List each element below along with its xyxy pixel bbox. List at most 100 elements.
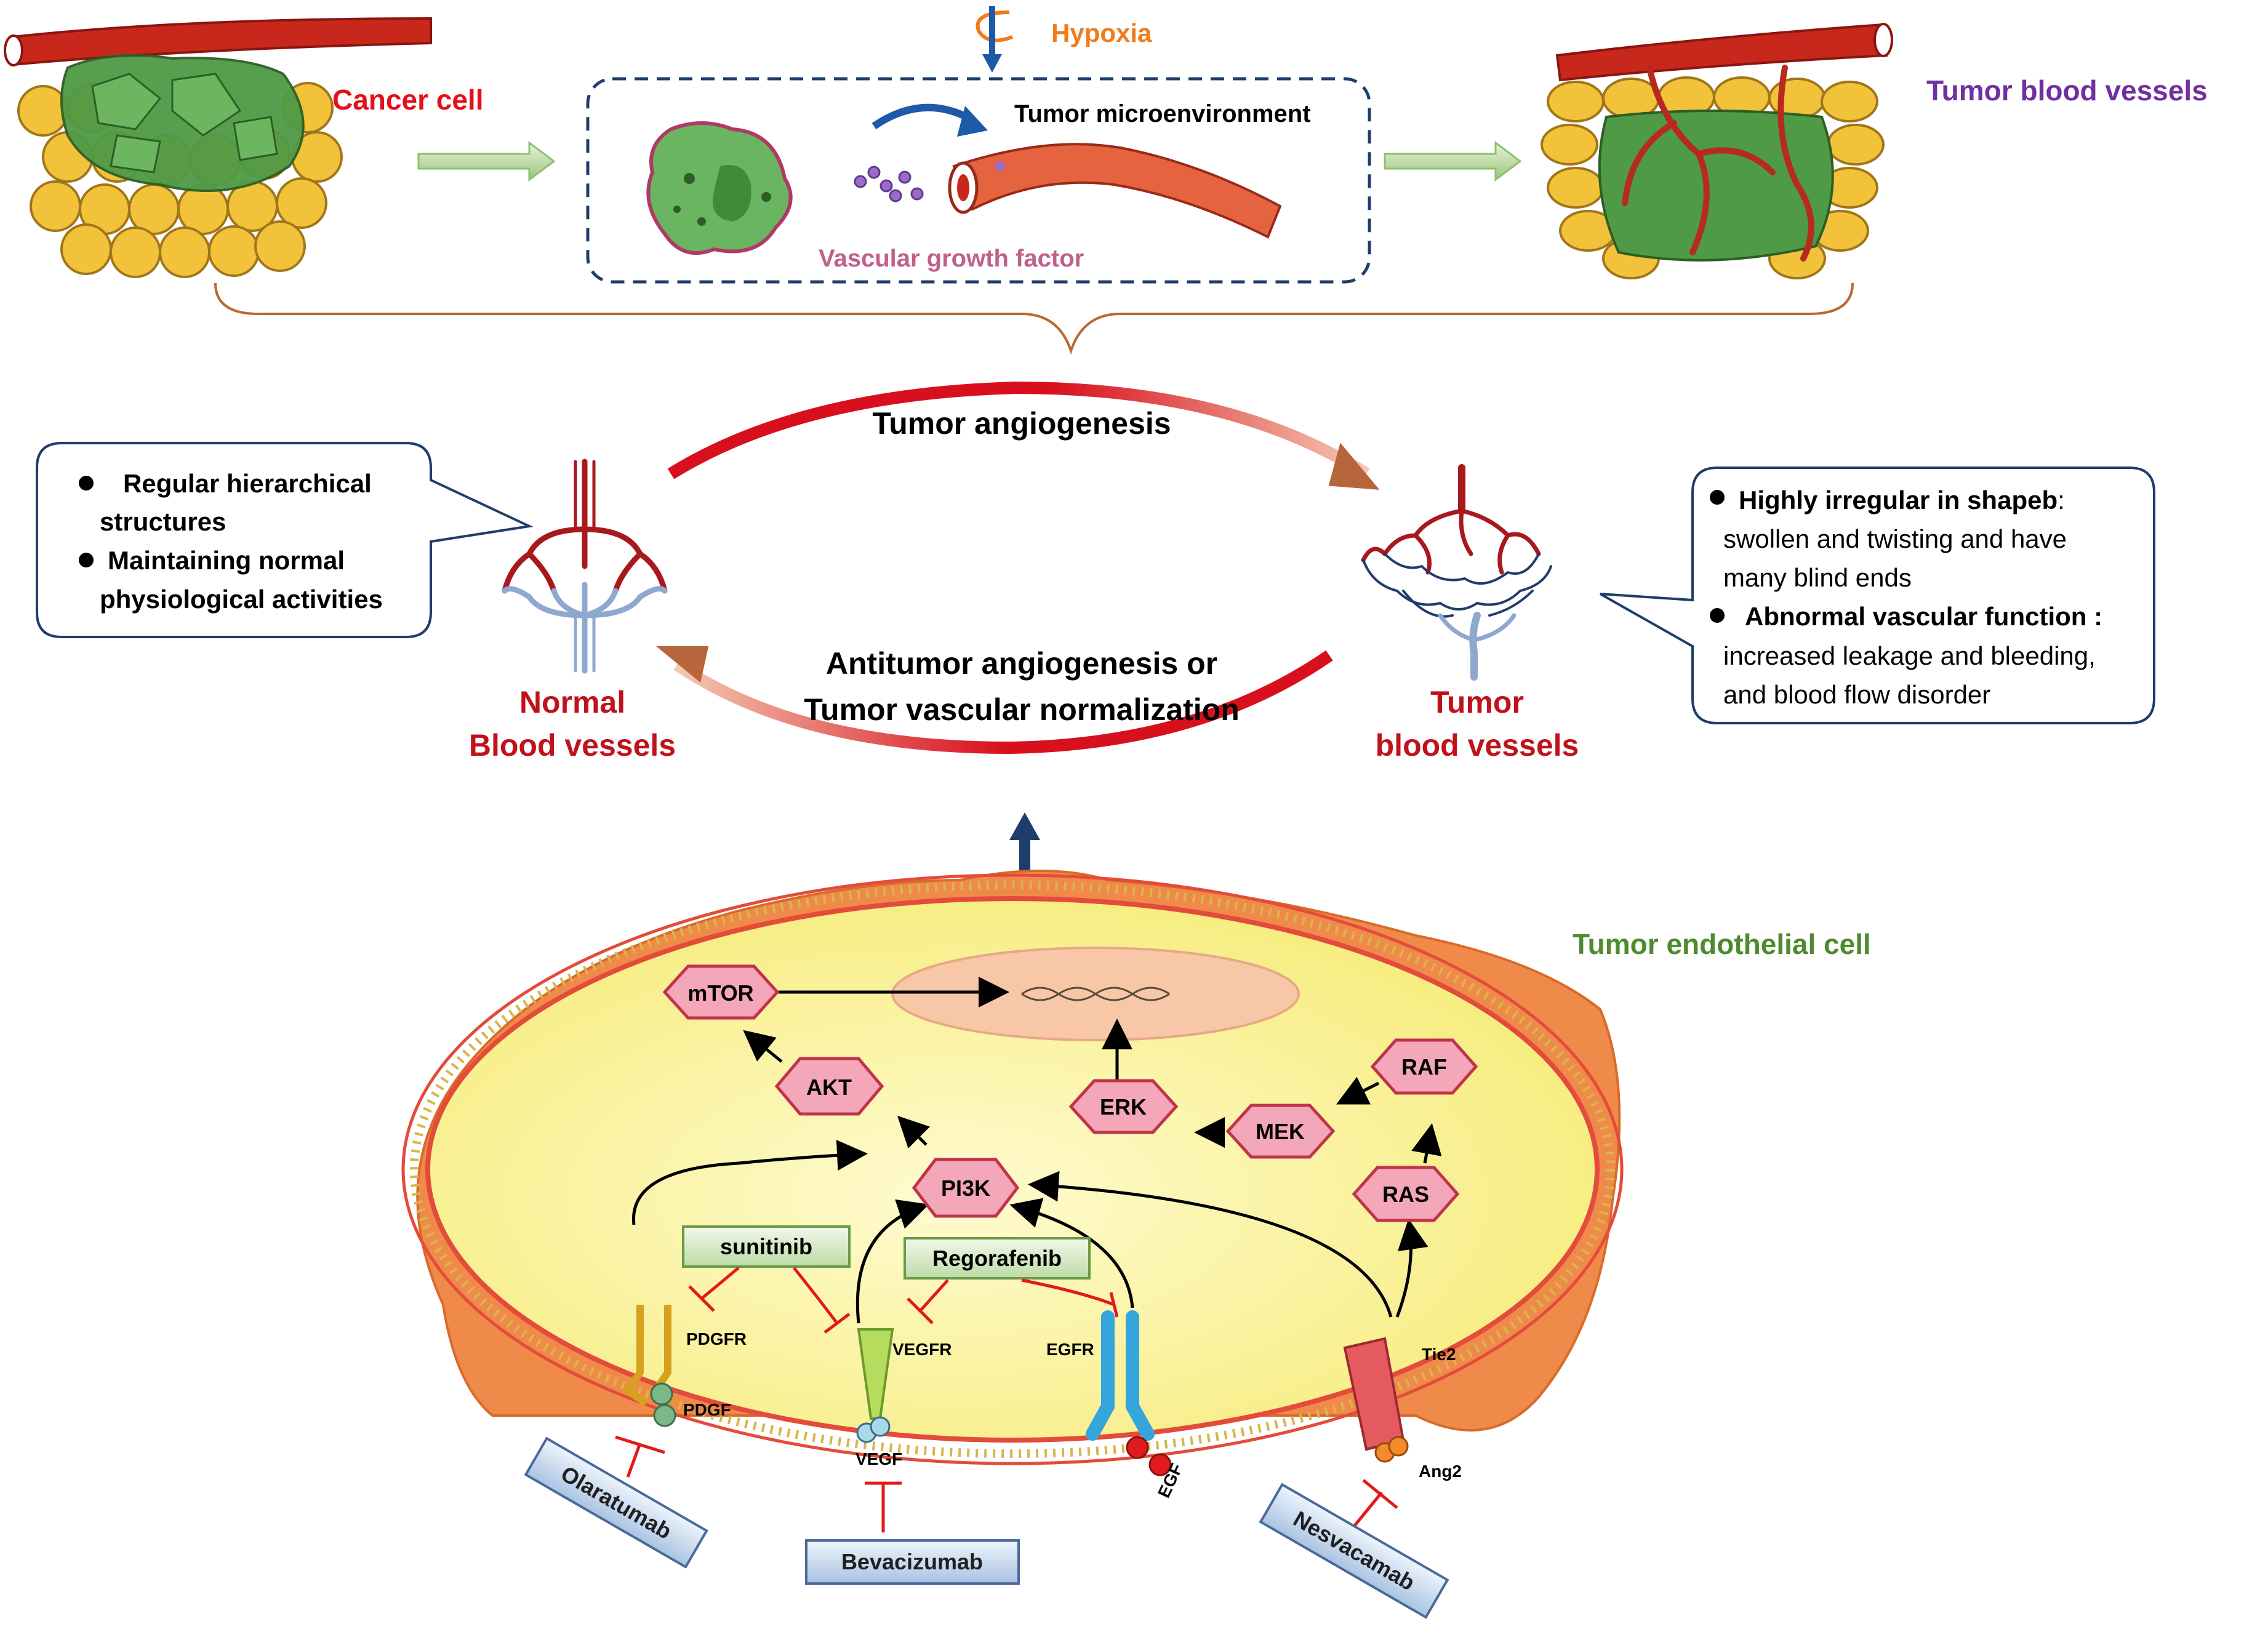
node-ras: RAS [1352, 1166, 1460, 1222]
normal-item2-line1: Maintaining normal [108, 546, 345, 575]
reverse-label-line2: Tumor vascular normalization [804, 692, 1240, 727]
cancer-cell-icon [646, 121, 793, 255]
node-akt: AKT [774, 1057, 884, 1116]
bullet-dot [79, 553, 94, 567]
nesvacamab-box: Nesvacamab [1259, 1483, 1449, 1619]
node-mek: MEK [1225, 1103, 1336, 1159]
tumor-endothelial-cell: Tumor endothelial cell mTOR [401, 812, 1871, 1619]
egfr-receptor-icon [1086, 1310, 1172, 1476]
pdgfr-label: PDGFR [686, 1329, 747, 1348]
vegfr-receptor-icon [856, 1328, 894, 1443]
node-akt-label: AKT [806, 1075, 852, 1100]
tumor-item1-title: Highly irregular in shapeb [1739, 486, 2058, 515]
angiogenesis-cycle: Tumor angiogenesis Antitumor angiogenesi… [36, 381, 2155, 763]
bevacizumab-box: Bevacizumab [805, 1539, 1020, 1585]
arrow-ras-to-raf [1411, 1123, 1442, 1164]
normal-callout [36, 442, 534, 638]
node-pi3k-label: PI3K [941, 1175, 990, 1201]
arrow-raf-to-mek [1336, 1076, 1380, 1105]
green-arrow-right-2 [1384, 141, 1522, 182]
growth-factor-label: Vascular growth factor [819, 245, 1084, 272]
cancer-cell-label: Cancer cell [332, 84, 483, 116]
node-mtor: mTOR [662, 964, 780, 1020]
forward-label: Tumor angiogenesis [872, 406, 1171, 441]
tumor-callout [1600, 467, 2155, 724]
arrow-pdgfr-to-pi3k [631, 1140, 868, 1225]
top-panel: Cancer cell Hypoxia Tumor microenvironme… [4, 6, 2208, 355]
forward-arc [667, 381, 1370, 479]
bullet-dot [1710, 490, 1725, 505]
node-raf: RAF [1370, 1038, 1478, 1095]
tumor-item1-line3: many blind ends [1723, 563, 1912, 592]
regorafenib-label: Regorafenib [932, 1246, 1062, 1271]
dna-icon [1021, 987, 1170, 1001]
node-mtor-label: mTOR [687, 980, 753, 1006]
tumor-item1-title-line: Highly irregular in shapeb: [1739, 486, 2065, 515]
normal-label-line2: Blood vessels [469, 728, 676, 763]
bevacizumab-label: Bevacizumab [841, 1549, 983, 1574]
pathway-arrows [631, 977, 1442, 1324]
cell-label: Tumor endothelial cell [1573, 928, 1871, 960]
arrow-pi3k-to-akt [897, 1115, 930, 1148]
tumor-item2-line2: increased leakage and bleeding, [1723, 641, 2096, 670]
hypoxia-arrow [976, 6, 1014, 73]
node-erk-label: ERK [1100, 1094, 1147, 1119]
tie2-receptor-icon [1343, 1337, 1409, 1463]
olaratumab-box: Olaratumab [524, 1436, 708, 1569]
tumor-blood-vessels-label-top: Tumor blood vessels [1926, 74, 2208, 106]
reverse-label-line1: Antitumor angiogenesis or [826, 646, 1217, 681]
bullet-dot [79, 476, 94, 491]
tumor-item1-colon: : [2058, 486, 2065, 515]
node-mek-label: MEK [1256, 1119, 1305, 1144]
node-erk: ERK [1068, 1079, 1179, 1134]
cell-cytoplasm [425, 896, 1600, 1443]
inhibition-lines [688, 1267, 1119, 1334]
node-ras-label: RAS [1382, 1182, 1429, 1207]
normal-vessel-tree-icon [502, 459, 668, 674]
node-raf-label: RAF [1401, 1054, 1447, 1079]
bullet-dot [1710, 608, 1725, 623]
hypoxia-label: Hypoxia [1051, 18, 1152, 47]
egfr-label: EGFR [1046, 1340, 1094, 1359]
arrow-akt-to-mtor [743, 1030, 783, 1063]
membrane-outer-line [401, 873, 1624, 1465]
sunitinib-label: sunitinib [720, 1234, 812, 1259]
signal-curved-arrow [872, 103, 974, 129]
microenvironment-box [586, 77, 1371, 284]
ang2-label: Ang2 [1419, 1462, 1462, 1481]
growth-factor-dots [854, 166, 924, 202]
reverse-arc [673, 650, 1333, 755]
antibody-inhibition-lines [615, 1435, 1398, 1532]
tie2-label: Tie2 [1422, 1345, 1456, 1364]
tumor-item2-title: Abnormal vascular function : [1745, 602, 2102, 631]
tumor-item1-line2: swollen and twisting and have [1723, 524, 2067, 553]
membrane-beads [410, 881, 1615, 1458]
vessel-icon [948, 143, 1282, 239]
arrow-vegfr-to-pi3k [856, 1199, 929, 1324]
normal-item1-line1: Regular hierarchical [123, 469, 372, 498]
tumor-label-line2: blood vessels [1376, 728, 1579, 763]
pdgfr-receptor-icon [624, 1305, 676, 1427]
arrow-tie2-to-pi3k [1028, 1171, 1393, 1318]
cancer-tissue-illustration [4, 17, 432, 278]
grouping-brace [214, 282, 1854, 355]
normal-item2-line2: physiological activities [100, 585, 383, 614]
arrow-tie2-to-ras [1395, 1219, 1429, 1318]
sunitinib-box: sunitinib [682, 1225, 851, 1268]
regorafenib-box: Regorafenib [904, 1237, 1091, 1280]
normal-item1-line2: structures [100, 507, 226, 536]
tumor-label-line1: Tumor [1430, 685, 1524, 719]
tumor-vessel-tissue-illustration [1541, 23, 1893, 279]
arrow-egfr-to-pi3k [1009, 1198, 1134, 1308]
microenvironment-label: Tumor microenvironment [1014, 100, 1311, 127]
normal-label-line1: Normal [519, 685, 625, 719]
tumor-item2-line3: and blood flow disorder [1723, 680, 1990, 709]
vegfr-label: VEGFR [892, 1340, 952, 1359]
green-arrow-right-1 [417, 141, 556, 182]
vegf-label: VEGF [856, 1449, 902, 1468]
node-pi3k: PI3K [912, 1158, 1020, 1218]
pdgf-label: PDGF [683, 1400, 731, 1419]
tumor-vessel-tangle-icon [1361, 464, 1552, 681]
